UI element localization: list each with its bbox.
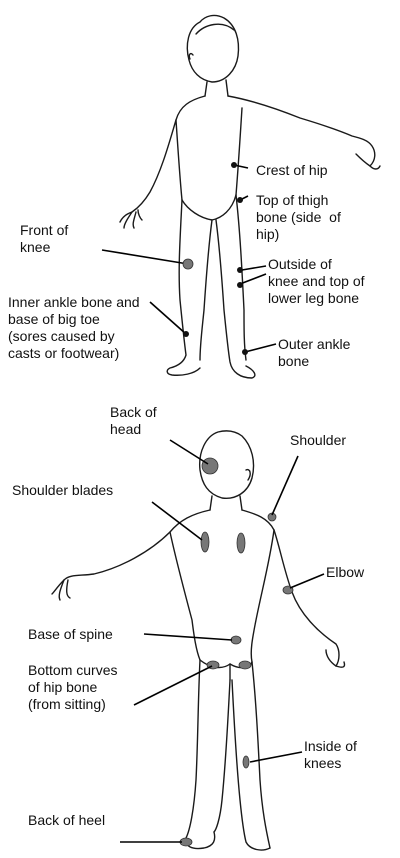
- label-bottom-curves-of-hip-bone: Bottom curves of hip bone (from sitting): [28, 662, 117, 713]
- label-inner-ankle-bone: Inner ankle bone and base of big toe (so…: [8, 294, 140, 362]
- label-back-of-head: Back of head: [110, 404, 157, 438]
- label-top-of-thigh-bone: Top of thigh bone (side of hip): [256, 192, 341, 243]
- label-shoulder-blades: Shoulder blades: [12, 482, 113, 499]
- label-outside-of-knee: Outside of knee and top of lower leg bon…: [268, 256, 365, 307]
- label-inside-of-knees: Inside of knees: [304, 738, 357, 772]
- label-outer-ankle-bone: Outer ankle bone: [278, 336, 350, 370]
- label-shoulder: Shoulder: [290, 432, 346, 449]
- label-crest-of-hip: Crest of hip: [256, 162, 328, 179]
- label-elbow: Elbow: [326, 564, 364, 581]
- label-back-of-heel: Back of heel: [28, 812, 105, 829]
- label-front-of-knee: Front of knee: [20, 222, 68, 256]
- label-base-of-spine: Base of spine: [28, 626, 113, 643]
